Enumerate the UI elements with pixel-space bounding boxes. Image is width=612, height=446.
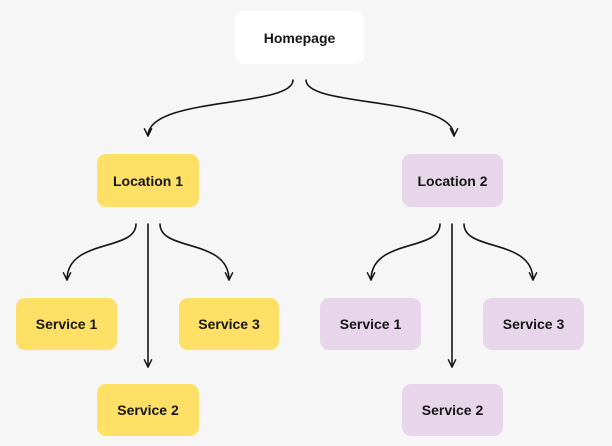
node-location-1-label: Location 1 (112, 172, 183, 189)
node-location-1-service-1-label: Service 1 (35, 316, 98, 332)
arrow-location-2-to-service-1 (366, 223, 441, 281)
node-location-2-service-2-label: Service 2 (421, 402, 484, 418)
node-location-1-service-3-label: Service 3 (198, 316, 260, 332)
node-homepage: Homepage (235, 11, 364, 64)
arrow-location-2-to-service-3 (463, 223, 538, 281)
node-location-1-service-2: Service 2 (97, 384, 199, 436)
node-location-2-service-1-label: Service 1 (339, 316, 402, 332)
node-location-1-service-3: Service 3 (179, 298, 279, 350)
node-homepage-label: Homepage (263, 29, 336, 46)
node-location-2-service-3: Service 3 (483, 298, 584, 350)
node-location-2-service-3-label: Service 3 (502, 316, 565, 332)
node-location-1-service-1: Service 1 (16, 298, 117, 350)
node-location-2: Location 2 (402, 154, 503, 207)
node-location-1-service-2-label: Service 2 (117, 402, 179, 418)
node-location-1: Location 1 (97, 154, 199, 207)
arrow-location-1-to-service-3 (159, 223, 234, 281)
arrow-homepage-to-location-2 (305, 79, 459, 137)
node-location-2-service-2: Service 2 (402, 384, 503, 436)
node-location-2-service-1: Service 1 (320, 298, 421, 350)
node-location-2-label: Location 2 (417, 172, 488, 189)
arrow-homepage-to-location-1 (143, 79, 294, 137)
arrow-location-1-to-service-1 (62, 223, 137, 281)
